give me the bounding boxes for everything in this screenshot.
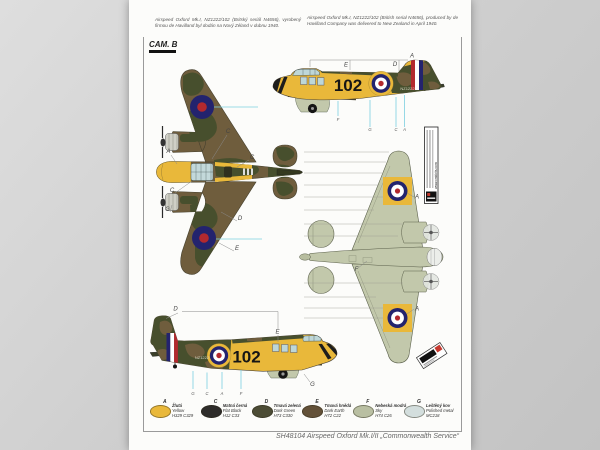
color-codes: H73 C330 [273, 413, 293, 419]
sheet-title: SH48104 Airspeed Oxford Mk.I/II „Commonw… [276, 433, 459, 440]
color-name-en: Dark Green [273, 408, 296, 414]
color-codes: H329 C329 [172, 413, 194, 419]
color-name-cz: Tmavá hnědá [324, 403, 352, 408]
color-name-en: Flat Black [222, 408, 242, 414]
color-codes: H74 C26 [375, 413, 392, 419]
legend-letter: G [416, 399, 421, 405]
intro-paragraph-english: Airspeed Oxford Mk.I, NZ1222/102 (Britis… [307, 14, 458, 26]
color-name-cz: Žlutá [172, 403, 183, 408]
color-codes: MC218 [425, 413, 440, 419]
legend-letter: F [366, 399, 370, 405]
color-swatch [403, 405, 425, 418]
instruction-sheet-page: Airspeed Oxford Mk.I, NZ1222/102 (Britsk… [129, 0, 471, 450]
color-name-cz: Leštěný kov [425, 403, 451, 408]
legend-letter: C [213, 399, 218, 405]
color-name-en: Sky [375, 408, 383, 414]
color-swatch [353, 405, 375, 418]
color-swatch [200, 405, 222, 418]
legend-letter: D [264, 399, 269, 405]
color-swatch [150, 405, 171, 418]
color-name-cz: Tmavá zelená [273, 403, 301, 408]
color-swatch [302, 405, 324, 418]
color-name-cz: Nebeská modrá [375, 403, 407, 408]
color-codes: H12 C33 [222, 413, 240, 419]
color-name-en: Polished metal [425, 408, 454, 414]
legend-letter: A [163, 399, 167, 405]
color-swatch [251, 405, 273, 418]
camouflage-scheme-label: CAM. B [149, 40, 177, 53]
color-name-cz: Matná černá [222, 403, 248, 408]
color-name-en: Yellow [172, 408, 185, 414]
intro-paragraph-czech: Airspeed Oxford Mk.I, NZ1222/102 (Britsk… [155, 16, 301, 28]
color-name-en: Dark Earth [324, 408, 345, 414]
color-codes: H72 C22 [324, 413, 341, 419]
scheme-frame-border [143, 37, 462, 432]
legend-letter: E [315, 399, 319, 405]
